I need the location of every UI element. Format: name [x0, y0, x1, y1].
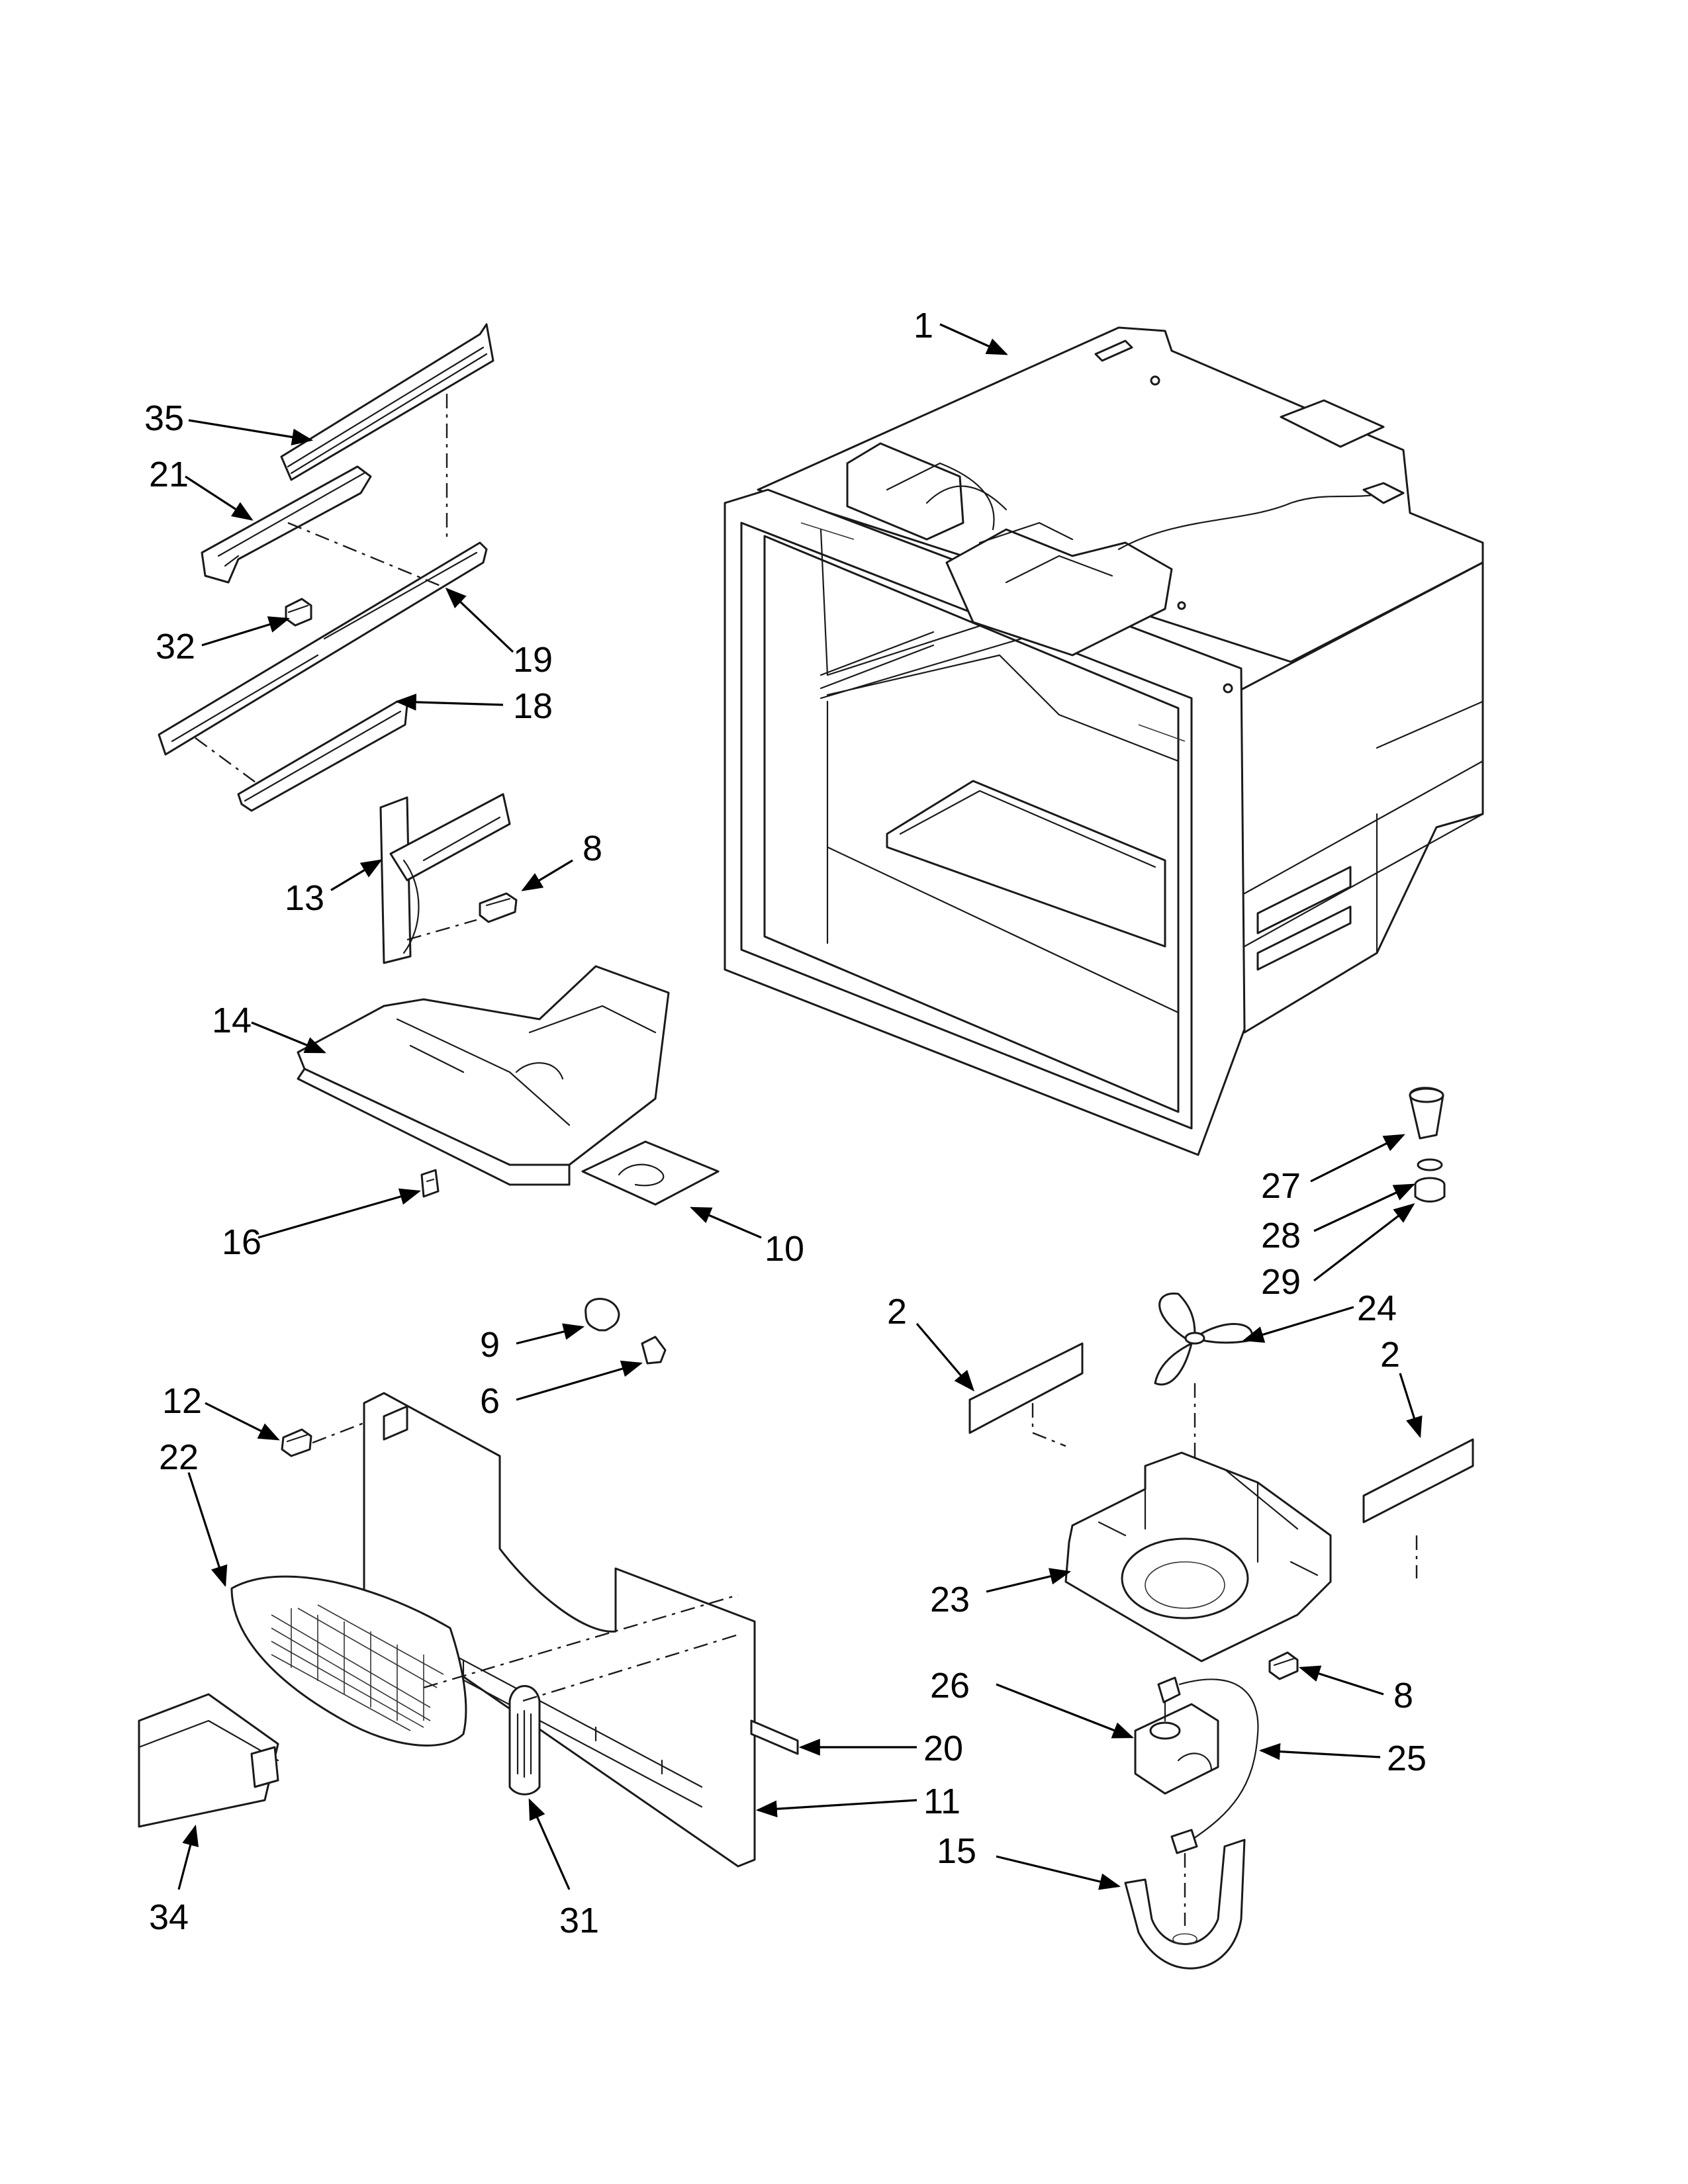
screw-part-12	[281, 1428, 312, 1457]
callout-10: 10	[765, 1229, 804, 1269]
foil-tape-part-10	[581, 1140, 720, 1206]
callout-34: 34	[149, 1897, 189, 1937]
callout-labels: 1 35 21 32 19 18 13 8 14 16 10 27 28 29 …	[144, 306, 1427, 1940]
light-socket-part-6	[641, 1336, 667, 1365]
callout-31: 31	[559, 1901, 599, 1940]
callout-2a: 2	[887, 1292, 907, 1332]
callout-26: 26	[930, 1666, 970, 1706]
motor-bracket-part-15	[1124, 1829, 1246, 1970]
fan-motor-part-26	[1134, 1676, 1219, 1795]
callout-8b: 8	[1393, 1676, 1413, 1715]
callout-14: 14	[212, 1001, 252, 1040]
slide-rail-part-18	[237, 700, 408, 812]
screw-part-8-lower	[1268, 1651, 1299, 1680]
callout-22: 22	[159, 1437, 199, 1477]
air-grille-part-22	[230, 1575, 467, 1747]
o-ring-part-28	[1417, 1158, 1443, 1171]
callout-29: 29	[1261, 1262, 1301, 1302]
callout-28: 28	[1261, 1216, 1301, 1255]
callout-27: 27	[1261, 1166, 1301, 1206]
callout-1: 1	[914, 306, 933, 345]
callout-32: 32	[156, 627, 195, 666]
screw-part-8-upper	[479, 892, 518, 923]
rail-cover-part-35	[280, 323, 494, 481]
callout-13: 13	[285, 878, 324, 918]
callout-9: 9	[480, 1325, 500, 1365]
screw-part-32	[285, 598, 312, 627]
light-cover-part-34	[138, 1693, 279, 1828]
motor-wire-part-25	[1178, 1678, 1259, 1841]
freezer-liner-part	[724, 326, 1484, 1156]
evaporator-cover-part-14	[297, 965, 670, 1186]
leader-lines	[177, 323, 1423, 1890]
callout-24: 24	[1357, 1289, 1397, 1328]
callout-2b: 2	[1380, 1335, 1400, 1375]
drain-cup-part-27	[1409, 1087, 1444, 1140]
callout-19: 19	[513, 640, 553, 680]
insulation-part-2-right	[1362, 1438, 1474, 1524]
callout-8a: 8	[583, 829, 602, 868]
seal-strip-part-20	[750, 1719, 799, 1755]
callout-12: 12	[162, 1381, 202, 1421]
seal-part-29	[1414, 1177, 1446, 1203]
callout-23: 23	[930, 1580, 970, 1619]
callout-15: 15	[937, 1831, 976, 1871]
callout-21: 21	[149, 455, 189, 494]
drain-plug-part-31	[508, 1685, 541, 1796]
callout-18: 18	[513, 686, 553, 726]
slide-rail-part-19	[158, 541, 488, 756]
callout-16: 16	[222, 1222, 261, 1262]
rail-bracket-part-21	[201, 465, 372, 584]
fan-blade-part-24	[1154, 1293, 1254, 1386]
callout-6: 6	[480, 1381, 500, 1421]
insulation-part-2-left	[968, 1342, 1084, 1434]
mounting-bracket-part-13	[379, 793, 511, 964]
callout-20: 20	[923, 1729, 963, 1768]
lamp-socket-part-16	[420, 1169, 440, 1198]
callout-35: 35	[144, 398, 184, 438]
callout-25: 25	[1387, 1739, 1427, 1778]
fan-shroud-part-23	[1064, 1451, 1332, 1662]
callout-11: 11	[923, 1782, 961, 1821]
light-bulb-part-9	[585, 1298, 620, 1332]
